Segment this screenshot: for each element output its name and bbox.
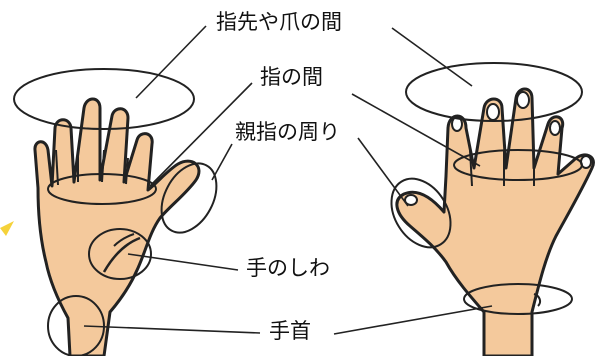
thumb-ellipse-left xyxy=(160,162,218,234)
palm-crease xyxy=(102,236,141,273)
thumb-ellipse-right xyxy=(390,177,452,249)
leader-fingertips-left xyxy=(135,25,207,99)
fingernail xyxy=(404,194,418,206)
between-fingers-ellipse-right xyxy=(453,149,583,181)
fingertips-ellipse-right xyxy=(405,62,583,122)
label-wrist: 手首 xyxy=(267,319,313,343)
fingernail xyxy=(451,116,463,132)
left-finger-line xyxy=(125,157,129,185)
label-between-fingers: 指の間 xyxy=(258,65,325,89)
fingertips-ellipse-left xyxy=(13,68,195,130)
fingernail xyxy=(549,120,561,136)
left-hand-palm xyxy=(33,97,201,356)
left-finger-line xyxy=(55,149,59,186)
leader-fingertips-right xyxy=(391,27,473,87)
leader-wrist-right xyxy=(333,305,493,335)
wrist-bone-line xyxy=(533,293,542,307)
right-hand-shape xyxy=(395,87,595,356)
label-around-thumb: 親指の周り xyxy=(233,120,342,144)
fingernail xyxy=(516,91,530,109)
leader-wrist-left xyxy=(83,325,261,334)
leader-thumb-left xyxy=(211,143,233,181)
highlight-mark xyxy=(0,221,14,236)
palm-crease xyxy=(113,233,135,247)
label-fingertips-and-nails: 指先や爪の間 xyxy=(214,10,344,34)
leader-between-left xyxy=(149,82,253,187)
left-finger-line xyxy=(101,149,105,183)
leader-palm-creases xyxy=(127,253,239,271)
palm-creases-ellipse xyxy=(88,228,152,280)
right-hand-back xyxy=(395,87,595,356)
fingernail xyxy=(486,103,500,121)
wrist-ellipse-right xyxy=(463,283,573,315)
leader-between-right xyxy=(351,93,481,167)
between-fingers-ellipse-left xyxy=(47,173,157,205)
leader-thumb-right xyxy=(357,137,409,207)
label-palm-creases: 手のしわ xyxy=(244,256,332,280)
left-hand-shape xyxy=(33,97,201,356)
